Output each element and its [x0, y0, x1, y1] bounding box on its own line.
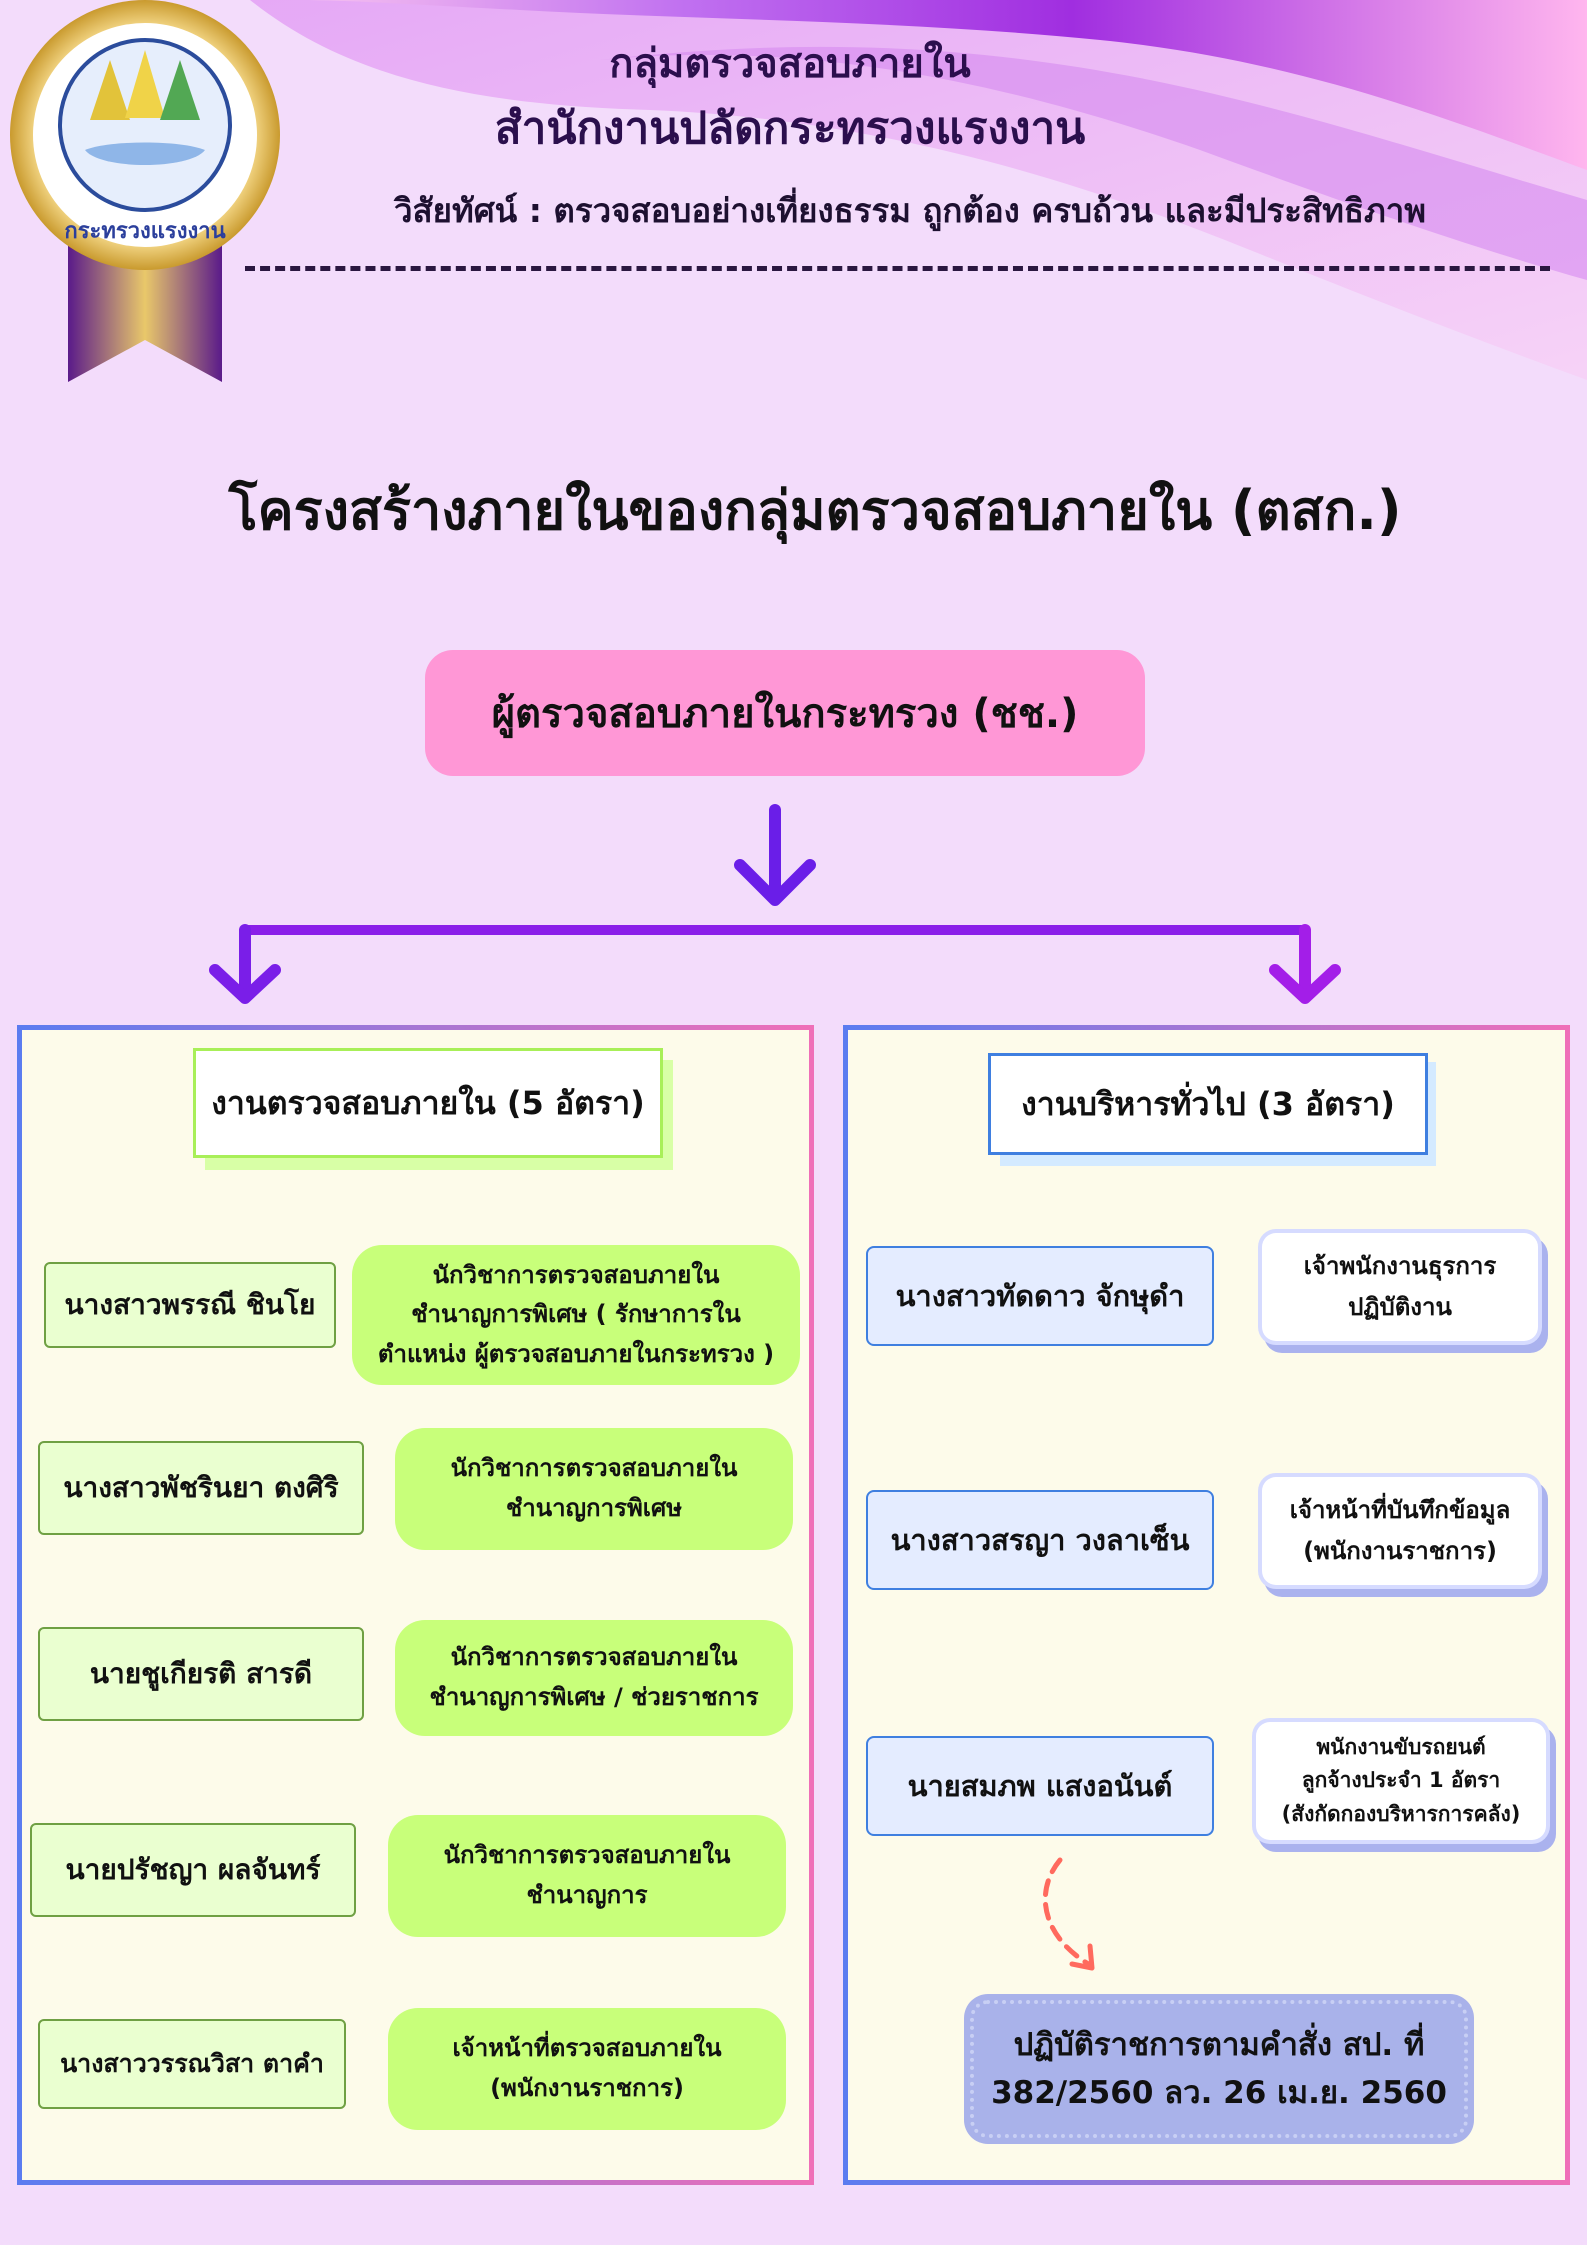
internal-audit-heading: งานตรวจสอบภายใน (5 อัตรา) — [193, 1048, 663, 1158]
role-line: นักวิชาการตรวจสอบภายใน — [450, 1643, 738, 1672]
role-line: นักวิชาการตรวจสอบภายใน — [450, 1454, 738, 1483]
org-name-line1: กลุ่มตรวจสอบภายใน — [609, 41, 971, 87]
staff-role-1: นักวิชาการตรวจสอบภายใน ชำนาญการพิเศษ ( ร… — [352, 1245, 800, 1385]
staff-name-1: นางสาวพรรณี ชินโย — [44, 1262, 336, 1348]
general-admin-panel — [843, 1025, 1570, 2185]
role-line: ลูกจ้างประจำ 1 อัตรา — [1301, 1768, 1501, 1793]
role-line: นักวิชาการตรวจสอบภายใน — [443, 1841, 731, 1870]
staff-name-5: นางสาววรรณวิสา ตาคำ — [38, 2019, 346, 2109]
chief-auditor-box: ผู้ตรวจสอบภายในกระทรวง (ชช.) — [425, 650, 1145, 776]
note-line: 382/2560 ลว. 26 เม.ย. 2560 — [991, 2075, 1447, 2111]
role-line: ชำนาญการพิเศษ — [505, 1494, 683, 1522]
internal-audit-panel — [17, 1025, 814, 2185]
dashed-arrow-icon — [1042, 1857, 1095, 1971]
staff-role-4: นักวิชาการตรวจสอบภายใน ชำนาญการ — [388, 1815, 786, 1937]
admin-staff-name-3: นายสมภพ แสงอนันต์ — [866, 1736, 1214, 1836]
order-reference-note: ปฏิบัติราชการตามคำสั่ง สป. ที่ 382/2560 … — [970, 2000, 1468, 2138]
org-chart-connectors — [209, 804, 1341, 1004]
role-line: (พนักงานราชการ) — [490, 2074, 684, 2102]
staff-name-2: นางสาวพัชรินยา ตงศิริ — [38, 1441, 364, 1535]
admin-staff-role-2: เจ้าหน้าที่บันทึกข้อมูล (พนักงานราชการ) — [1262, 1477, 1538, 1585]
admin-staff-name-1: นางสาวทัดดาว จักษุดำ — [866, 1246, 1214, 1346]
staff-role-2: นักวิชาการตรวจสอบภายใน ชำนาญการพิเศษ — [395, 1428, 793, 1550]
role-line: เจ้าพนักงานธุรการ — [1303, 1252, 1497, 1281]
header-wave-background — [250, 0, 1587, 380]
role-line: นักวิชาการตรวจสอบภายใน — [432, 1260, 720, 1289]
seal-text: กระทรวงแรงงาน — [64, 219, 225, 244]
admin-staff-name-2: นางสาวสรญา วงลาเซ็น — [866, 1490, 1214, 1590]
staff-name-4: นายปรัชญา ผลจันทร์ — [30, 1823, 356, 1917]
left-branch-arrow-icon — [209, 924, 281, 1004]
staff-role-5: เจ้าหน้าที่ตรวจสอบภายใน (พนักงานราชการ) — [388, 2008, 786, 2130]
role-line: เจ้าหน้าที่บันทึกข้อมูล — [1289, 1496, 1511, 1525]
staff-role-3: นักวิชาการตรวจสอบภายใน ชำนาญการพิเศษ / ช… — [395, 1620, 793, 1736]
role-line: ปฏิบัติงาน — [1348, 1293, 1452, 1321]
general-admin-heading: งานบริหารทั่วไป (3 อัตรา) — [988, 1053, 1428, 1155]
admin-staff-role-3: พนักงานขับรถยนต์ ลูกจ้างประจำ 1 อัตรา (ส… — [1256, 1722, 1546, 1840]
down-arrow-icon — [734, 804, 816, 906]
role-line: ชำนาญการพิเศษ / ช่วยราชการ — [429, 1683, 759, 1711]
role-line: ชำนาญการ — [526, 1881, 648, 1909]
role-line: เจ้าหน้าที่ตรวจสอบภายใน — [452, 2034, 722, 2063]
role-line: (พนักงานราชการ) — [1303, 1537, 1497, 1565]
role-line: ชำนาญการพิเศษ ( รักษาการใน — [411, 1300, 741, 1329]
page-title: โครงสร้างภายในของกลุ่มตรวจสอบภายใน (ตสก.… — [228, 479, 1402, 542]
staff-name-3: นายชูเกียรติ สารดี — [38, 1627, 364, 1721]
admin-staff-role-1: เจ้าพนักงานธุรการ ปฏิบัติงาน — [1262, 1233, 1538, 1341]
role-line: (สังกัดกองบริหารการคลัง) — [1281, 1801, 1521, 1826]
header-dashed-divider — [245, 266, 1550, 271]
org-name-line2: สำนักงานปลัดกระทรวงแรงงาน — [494, 103, 1086, 154]
role-line: ตำแหน่ง ผู้ตรวจสอบภายในกระทรวง ) — [377, 1339, 775, 1368]
role-line: พนักงานขับรถยนต์ — [1316, 1734, 1486, 1759]
note-line: ปฏิบัติราชการตามคำสั่ง สป. ที่ — [1013, 2026, 1425, 2063]
ministry-seal-logo: กระทรวงแรงงาน — [10, 0, 280, 382]
right-branch-arrow-icon — [1269, 924, 1341, 1004]
vision-statement: วิสัยทัศน์ : ตรวจสอบอย่างเที่ยงธรรม ถูกต… — [393, 190, 1427, 230]
